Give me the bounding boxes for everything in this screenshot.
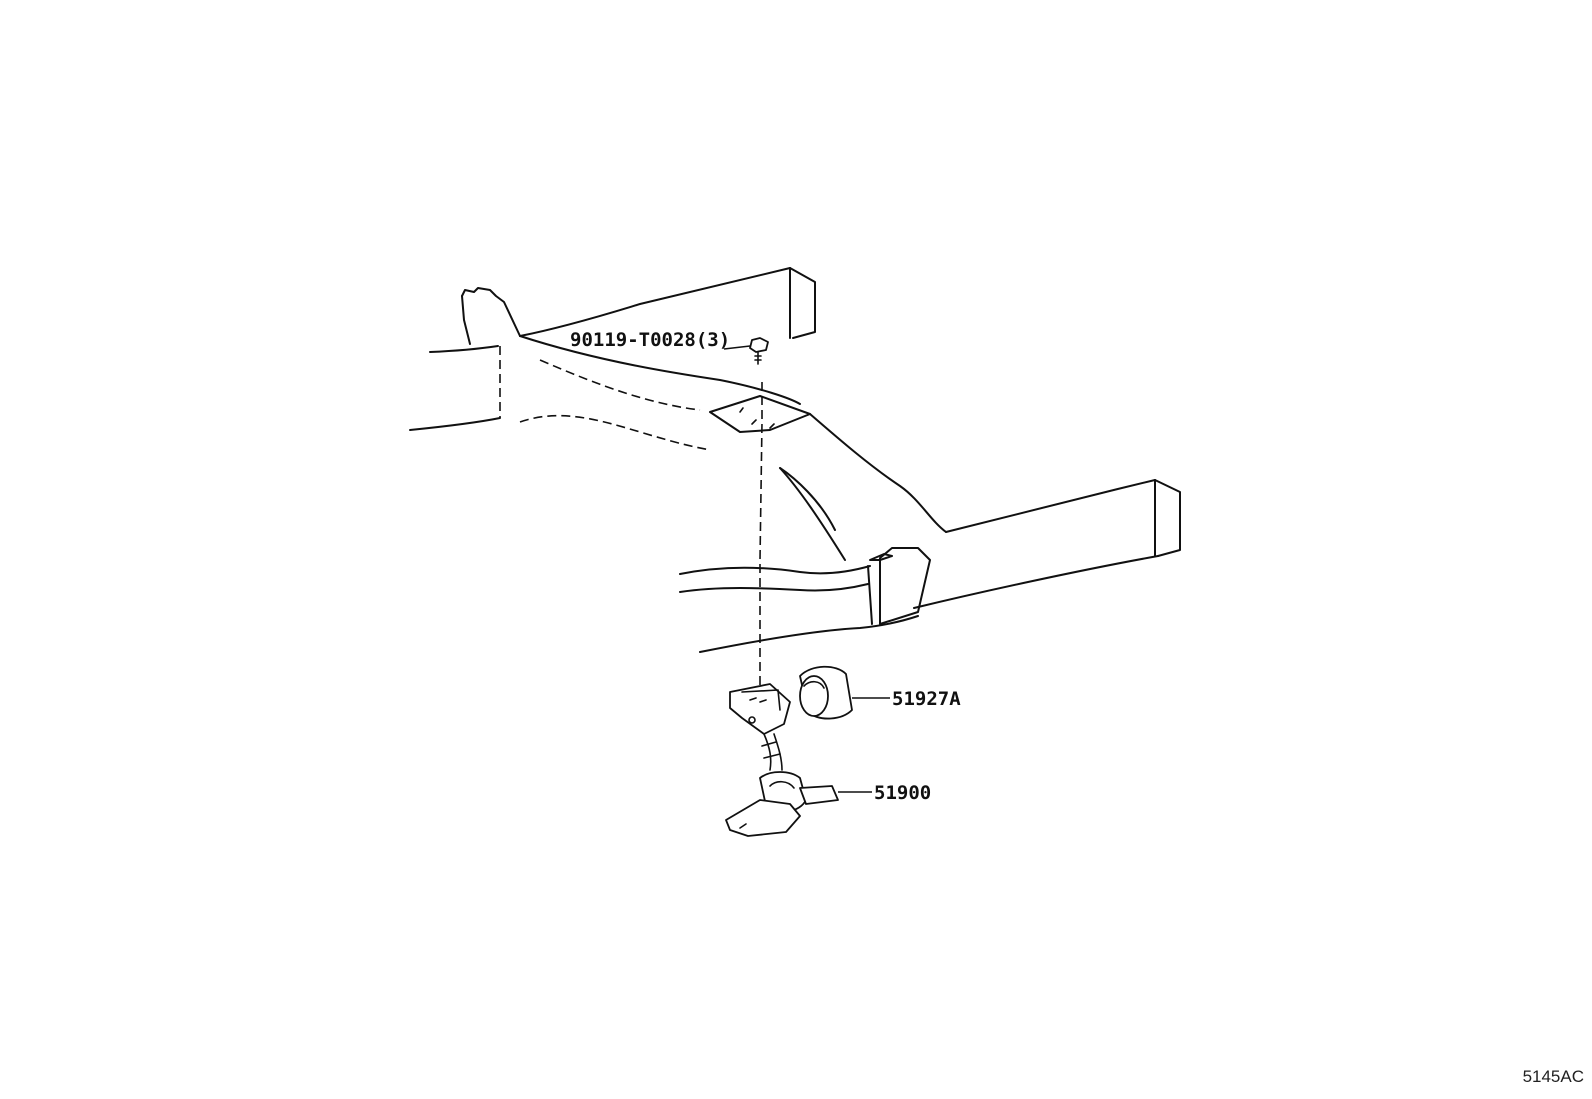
frame-lower-sweep bbox=[679, 565, 919, 653]
carrier-bracket-icon bbox=[729, 683, 791, 735]
label-cover: 51927A bbox=[892, 688, 961, 710]
frame-rail-front bbox=[867, 479, 1181, 625]
bolt-leader bbox=[723, 345, 751, 350]
label-bolt: 90119-T0028(3) bbox=[570, 329, 730, 351]
crossmember bbox=[709, 395, 947, 561]
diagram-code: 5145AC bbox=[1522, 1067, 1584, 1086]
bolt-icon bbox=[749, 337, 769, 365]
chain-icon bbox=[761, 733, 783, 771]
spare-tire-hanger-icon bbox=[725, 771, 839, 837]
label-hanger: 51900 bbox=[874, 782, 931, 804]
frame-rail-rear bbox=[409, 267, 816, 451]
cap-cover-icon bbox=[799, 665, 853, 720]
